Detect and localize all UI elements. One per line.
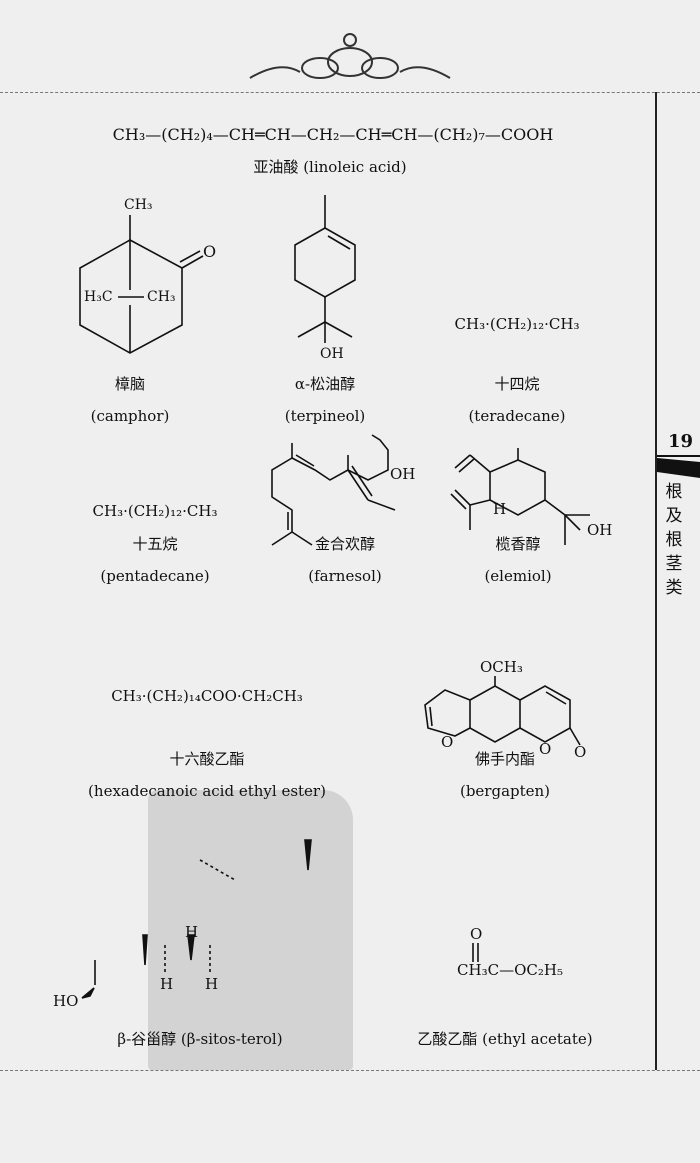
margin-rule (655, 92, 657, 1070)
watermark-stamp (148, 790, 353, 1070)
ornament-icon (249, 33, 451, 79)
ethyl-acetate-formula: CH₃C—OC₂H₅ (457, 961, 563, 979)
ethyl-acetate-structure (472, 943, 479, 962)
atom-label: CH₃ (147, 289, 176, 305)
atom-label: O (574, 743, 587, 761)
atom-label: O (539, 740, 552, 758)
farnesol-cn: 金合欢醇 (314, 535, 376, 553)
terpineol-structure (294, 195, 356, 343)
pentadecane-en: (pentadecane) (100, 567, 210, 585)
atom-label: HO (53, 992, 79, 1010)
camphor-structure (79, 215, 204, 354)
atom-label: H (185, 923, 199, 941)
sitosterol-label: β-谷甾醇 (β-sitos-terol) (117, 1030, 283, 1048)
bergapten-cn: 佛手内酯 (474, 750, 536, 768)
terpineol-cn: α-松油醇 (294, 375, 356, 393)
pentadecane-formula: CH₃·(CH₂)₁₂·CH₃ (92, 502, 218, 520)
atom-label: CH₃ (124, 197, 153, 213)
atom-label: H₃C (84, 289, 113, 305)
pentadecane-cn: 十五烷 (132, 535, 178, 553)
farnesol-structure (271, 434, 396, 546)
ethyl-hexadecanoate-en: (hexadecanoic acid ethyl ester) (88, 782, 326, 800)
elemiol-cn: 榄香醇 (495, 535, 541, 553)
terpineol-en: (terpineol) (284, 407, 366, 425)
tetradecane-cn: 十四烷 (494, 375, 540, 393)
atom-label: H (160, 975, 174, 993)
footer-rule (0, 1070, 700, 1071)
linoleic-label: 亚油酸 (linoleic acid) (253, 158, 407, 176)
section-title: 一、根及根茎类 (664, 458, 698, 598)
bergapten-en: (bergapten) (459, 782, 551, 800)
ethyl-hexadecanoate-cn: 十六酸乙酯 (169, 750, 245, 768)
header-rule (0, 92, 700, 93)
linoleic-formula: CH₃—(CH₂)₄—CH═CH—CH₂—CH═CH—(CH₂)₇—COOH (112, 125, 554, 144)
section-marker (657, 458, 700, 478)
atom-label: H (205, 975, 219, 993)
page-number: 19 (668, 431, 694, 452)
atom-label: OCH₃ (480, 658, 523, 676)
tetradecane-en: (teradecane) (468, 407, 566, 425)
atom-label: H (493, 500, 507, 518)
atom-label: OH (320, 346, 344, 362)
tetradecane-formula: CH₃·(CH₂)₁₂·CH₃ (454, 315, 580, 333)
atom-label: OH (587, 521, 613, 539)
camphor-en: (camphor) (90, 407, 170, 425)
atom-label: O (441, 733, 454, 751)
elemiol-en: (elemiol) (484, 567, 552, 585)
bergapten-structure (424, 676, 581, 746)
atom-label: O (203, 242, 217, 261)
ethyl-acetate-label: 乙酸乙酯 (ethyl acetate) (417, 1030, 593, 1048)
ethyl-hexadecanoate-formula: CH₃·(CH₂)₁₄COO·CH₂CH₃ (111, 687, 303, 705)
camphor-cn: 樟脑 (114, 375, 146, 393)
elemiol-structure (450, 448, 590, 545)
farnesol-en: (farnesol) (308, 567, 382, 585)
atom-label: O (470, 925, 483, 943)
sitosterol-structure (81, 839, 312, 999)
atom-label: OH (390, 465, 416, 483)
